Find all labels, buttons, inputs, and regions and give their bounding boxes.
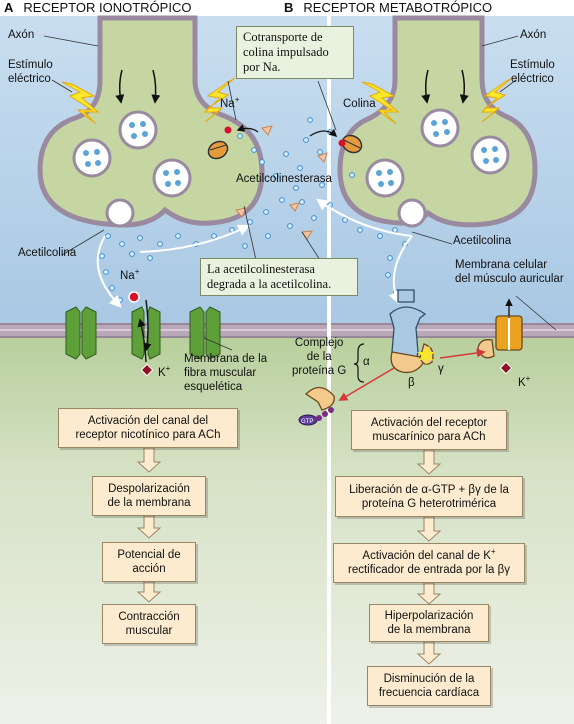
choline-transporter-b [341,134,363,154]
choline-molecule-b [338,139,346,147]
label-gtp: GTP [301,419,314,425]
flow-a-step-3: Potencial de acción [102,542,196,582]
pointer-ach-b [411,231,453,245]
panel-b-header: B RECEPTOR METABOTRÓPICO [284,0,492,15]
label-axon-a: Axón [8,29,35,41]
label-alpha: α [363,356,370,368]
na-ion-transport-a [224,126,232,134]
label-membrane-a: Membrana de la fibra muscular esquelétic… [184,353,268,393]
ach-release-arrow-b [388,235,413,305]
acetylcholinesterase-enzymes [235,125,328,240]
spark-b-left [361,81,400,125]
k-superscript: + [490,547,496,557]
flow-arrows-a [136,447,162,603]
alpha-release-arrow [338,367,395,401]
panel-a-title: RECEPTOR IONOTRÓPICO [23,0,192,15]
label-membrane-b: Membrana celular del músculo auricular [455,259,564,285]
pointer-stimulus-a [51,79,73,93]
choline-transporter-a [207,140,229,160]
panel-a-letter: A [4,0,14,15]
g-protein-spark [417,346,435,365]
flow-arrows-b [416,449,442,665]
pointer-esterase-b [301,231,321,261]
flow-a-step-1: Activación del canal del receptor nicotí… [58,408,238,448]
label-k-b: K+ [518,374,531,389]
label-beta: β [408,377,415,389]
note-cotransport: Cotransporte de colina impulsado por Na. [236,26,354,79]
pointer-membrane-a [203,337,233,351]
transport-arrow-b [309,128,338,138]
pointer-esterase-a [243,205,257,261]
label-acetylcholinesterase: Acetilcolinesterasa [236,173,332,185]
pointer-axon-a [43,35,99,47]
alpha-gtp-subunit [298,386,335,426]
k-efflux-arrow [137,318,147,363]
na-ion-a [128,291,140,303]
k-channel-b [495,298,523,351]
label-gprotein: Complejo de la proteína G [292,337,347,377]
flow-a-step-2: Despolarización de la membrana [92,476,206,516]
spark-b-right [480,77,513,123]
panel-b-title: RECEPTOR METABOTRÓPICO [303,0,493,15]
acetylcholine-molecules [99,117,408,303]
note-esterase: La acetilcolinesterasa degrada a la acet… [200,258,358,296]
nerve-terminal-a [37,15,265,228]
ach-release-arrow-a [96,235,122,308]
flow-a-step-4: Contracción muscular [102,604,196,644]
spark-a-right [203,77,236,123]
betagamma-arrow [439,348,486,359]
pointer-stimulus-b [499,79,517,93]
label-na-channel: Na+ [120,267,140,282]
spark-a-left [61,81,100,125]
flow-b-step-4: Hiperpolarización de la membrana [369,604,489,642]
panel-b-letter: B [284,0,294,15]
label-acetylcholine-a: Acetilcolina [18,247,77,259]
na-influx-arrow [143,299,152,352]
flow-b-step-5: Disminución de la frecuencia cardíaca [367,666,491,706]
label-gamma: γ [438,363,444,375]
nerve-terminal-b [337,15,538,228]
label-k-a: K+ [158,364,171,379]
flow-b-step-2: Liberación de α-GTP + βγ de la proteína … [335,476,523,517]
pointer-membrane-b [515,295,557,331]
pointer-cotransport-b [317,80,337,131]
label-stimulus-b: Estímulo eléctrico [510,59,555,85]
flow-b-step-1: Activación del receptor muscarínico para… [351,410,507,450]
g-protein-brace [353,343,365,383]
diffusion-arrow-b [316,198,413,237]
label-acetylcholine-b: Acetilcolina [453,235,512,247]
panel-a-header: A RECEPTOR IONOTRÓPICO [4,0,191,15]
nicotinic-channel-right [189,306,221,360]
transport-arrow-a [236,124,259,133]
diffusion-arrow-a [139,224,251,253]
label-axon-b: Axón [520,29,547,41]
k-ion-b [499,361,513,375]
label-stimulus-a: Estímulo eléctrico [8,59,53,85]
k-ion-a [140,363,154,377]
intracellular-space [0,337,574,724]
label-choline: Colina [343,98,376,110]
label-na-a: Na+ [220,95,240,110]
nicotinic-channel-left [65,306,97,360]
pointer-ach-a [61,229,105,256]
pointer-axon-b [481,35,519,47]
pointer-cotransport-a [227,80,237,121]
flow-b-step-3: Activación del canal de K+ rectificador … [333,543,525,583]
